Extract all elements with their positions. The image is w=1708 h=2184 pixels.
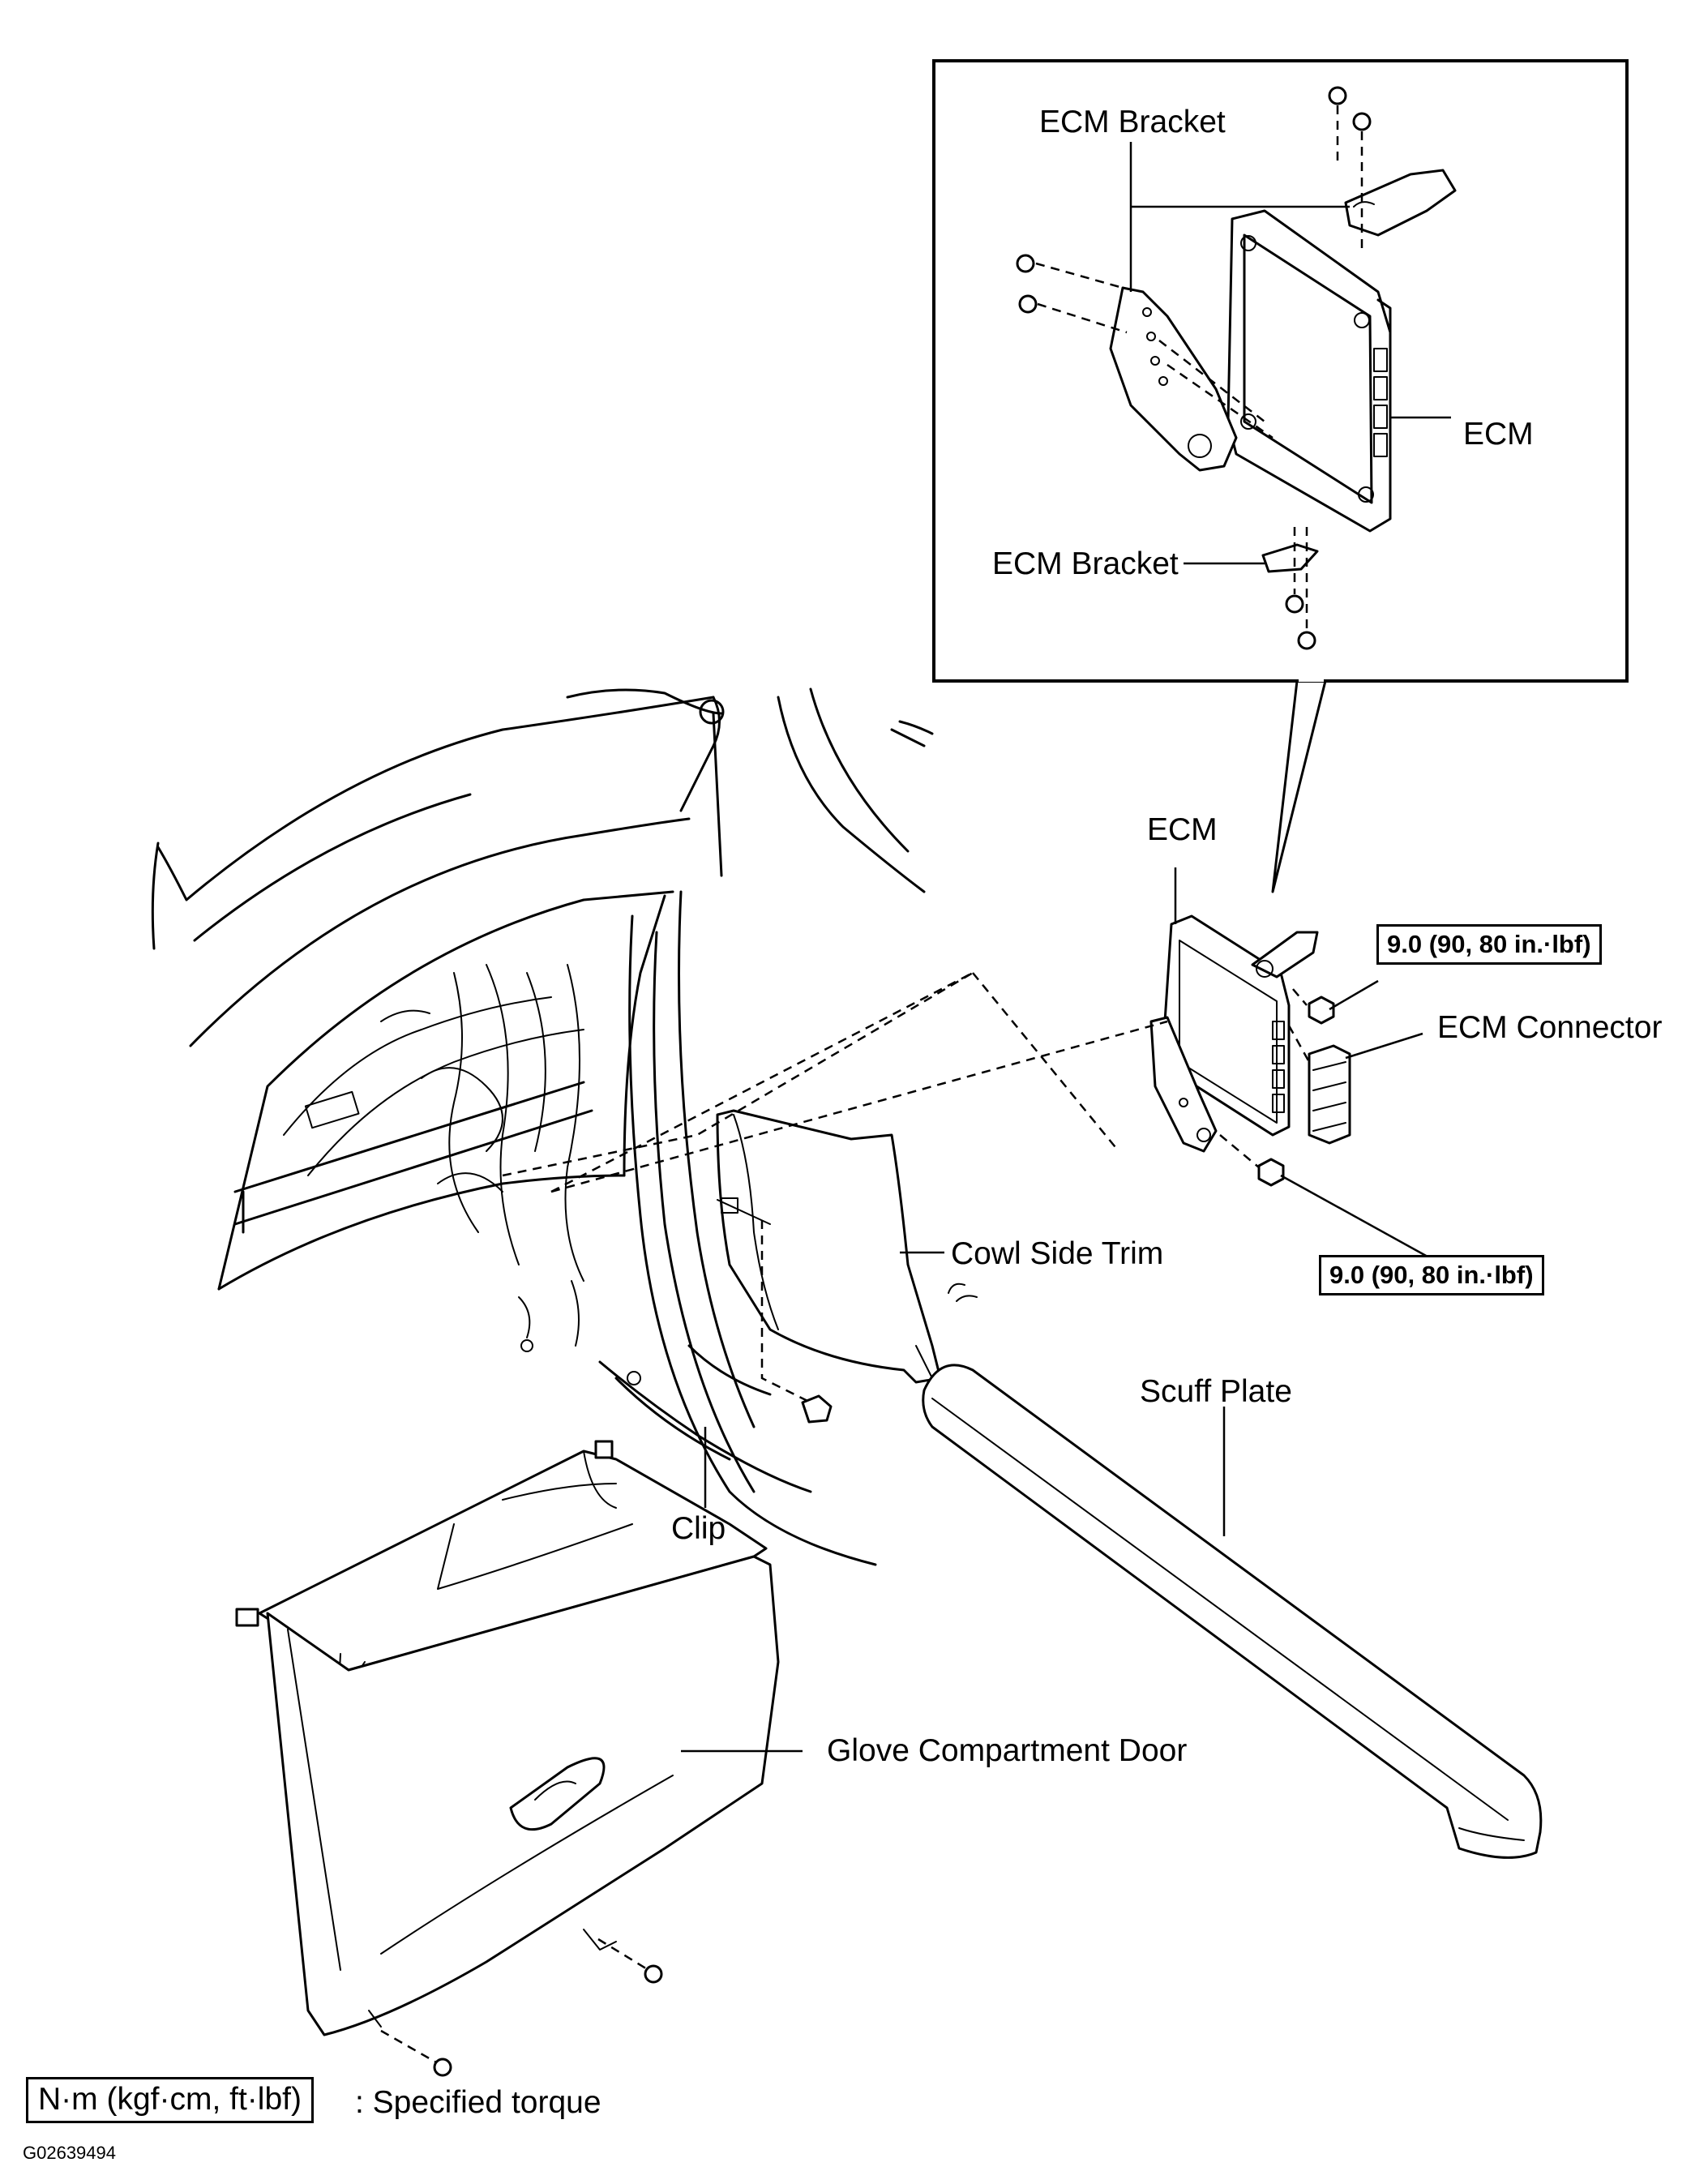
label-glove-compartment-door: Glove Compartment Door — [827, 1733, 1188, 1768]
label-ecm-main: ECM — [1147, 812, 1218, 847]
detail-inset — [932, 59, 1629, 893]
ecm-nut-upper — [1308, 996, 1335, 1025]
detail-callout-pointer — [1271, 679, 1327, 893]
label-clip: Clip — [671, 1511, 726, 1546]
label-ecm-bracket-top: ECM Bracket — [1039, 105, 1226, 139]
glove-compartment-door — [235, 1440, 780, 2036]
torque-spec-lower: 9.0 (90, 80 in.·lbf) — [1319, 1255, 1544, 1296]
glove-door-screw-upper — [644, 1964, 663, 1984]
legend-description: : Specified torque — [355, 2085, 601, 2120]
scuff-plate — [922, 1364, 1543, 1859]
ecm-nut-lower — [1257, 1158, 1285, 1187]
inset-bottom-bracket — [1261, 543, 1319, 573]
vehicle-interior-linework — [151, 687, 934, 1566]
leader-ecm-bracket-top — [1129, 142, 1350, 292]
label-ecm-connector: ECM Connector — [1437, 1010, 1663, 1045]
legend-unit-box: N·m (kgf·cm, ft·lbf) — [26, 2077, 314, 2123]
inset-upper-bracket — [1344, 169, 1457, 237]
leader-torque-upper — [1329, 979, 1379, 1011]
ecm-connector-part — [1308, 1044, 1351, 1145]
glove-door-screw-lower — [433, 2058, 452, 2077]
label-ecm-inset: ECM — [1463, 417, 1534, 452]
cowl-clip — [801, 1394, 833, 1424]
leader-ecm-connector — [1345, 1032, 1423, 1060]
label-cowl-side-trim: Cowl Side Trim — [951, 1236, 1164, 1271]
cowl-side-trim — [716, 1109, 978, 1384]
label-ecm-bracket-bottom: ECM Bracket — [992, 546, 1179, 581]
torque-spec-upper: 9.0 (90, 80 in.·lbf) — [1376, 924, 1602, 966]
figure-id: G02639494 — [23, 2143, 116, 2163]
leader-torque-lower — [1280, 1174, 1436, 1262]
ecm-unit — [1149, 914, 1319, 1153]
inset-ecm-unit — [1226, 209, 1392, 533]
label-scuff-plate: Scuff Plate — [1140, 1374, 1292, 1409]
inset-side-bracket — [1109, 286, 1238, 472]
inset-bolts — [1016, 86, 1372, 650]
